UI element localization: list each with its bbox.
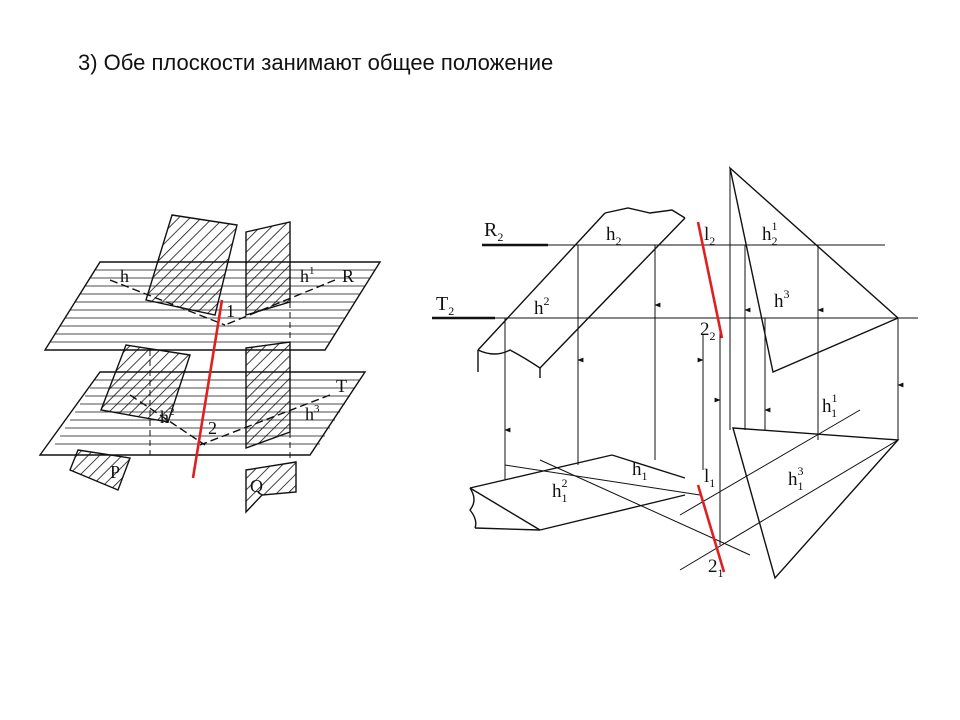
label-h3: h3 (774, 287, 790, 312)
label-h2-t: h2 (160, 406, 175, 427)
plane-p-upper (145, 214, 238, 316)
label-h-2: h2 (606, 224, 622, 248)
label-point-1: 1 (226, 301, 235, 321)
left-3d-figure (38, 214, 382, 514)
triangle-front (728, 166, 900, 373)
label-h-1: h1 (632, 459, 648, 483)
label-plane-r: R (342, 266, 354, 286)
plane-r (43, 261, 382, 351)
label-h3-t: h3 (305, 403, 320, 424)
intersection-line-front (696, 221, 724, 339)
intersection-line-top (696, 484, 726, 573)
label-point-2-1: 21 (708, 556, 724, 580)
slide-title: 3) Обе плоскости занимают общее положени… (78, 50, 554, 75)
plane-p-lower (69, 449, 131, 491)
label-point-2: 2 (208, 418, 217, 438)
label-h2-front: h2 (534, 294, 550, 319)
intersection-line-left (191, 299, 224, 479)
label-plane-t: T (336, 376, 347, 396)
label-t2: T2 (436, 293, 454, 318)
plane-q-middle (245, 341, 291, 449)
plane-t (38, 371, 367, 456)
plane-p-middle (100, 344, 191, 423)
label-point-2-2: 22 (700, 319, 716, 343)
plane-q-lower (245, 461, 297, 514)
left-labels: h h1 R 1 T h2 h3 2 P Q (110, 265, 354, 496)
label-plane-q: Q (250, 476, 263, 496)
label-r2: R2 (484, 219, 503, 244)
triangle-top (732, 427, 900, 580)
label-h-r: h (120, 266, 129, 286)
label-h1-r: h1 (300, 265, 315, 286)
label-l-1: l1 (704, 466, 715, 490)
label-plane-p: P (110, 462, 120, 482)
label-l-2: l2 (704, 224, 715, 248)
right-projection-figure (432, 166, 918, 580)
